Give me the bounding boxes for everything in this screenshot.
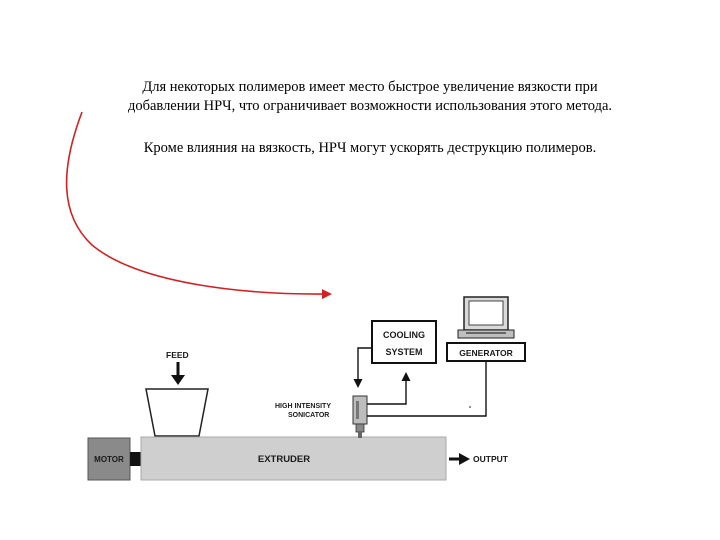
cooling-label-line2: SYSTEM bbox=[385, 347, 422, 357]
computer-monitor-icon bbox=[457, 296, 515, 339]
extruder-barrel bbox=[140, 436, 447, 481]
cooling-system-box bbox=[371, 320, 437, 364]
coolant-supply-line bbox=[353, 347, 372, 388]
cable-dot bbox=[469, 406, 471, 408]
paragraph-viscosity: Для некоторых полимеров имеет место быст… bbox=[60, 78, 680, 116]
motor-coupling bbox=[130, 452, 141, 466]
paragraph-degradation: Кроме влияния на вязкость, НРЧ могут уск… bbox=[143, 140, 597, 156]
sonicator-label-line2: SONICATOR bbox=[288, 412, 329, 419]
feed-hopper bbox=[145, 388, 209, 437]
motor-block bbox=[87, 437, 131, 481]
extruder-label: EXTRUDER bbox=[258, 454, 310, 465]
generator-label: GENERATOR bbox=[459, 348, 513, 358]
cooling-label-line1: COOLING bbox=[383, 330, 425, 340]
coolant-return-line bbox=[367, 372, 411, 405]
curved-red-arrow bbox=[65, 111, 332, 300]
generator-cable bbox=[367, 361, 487, 417]
feed-label: FEED bbox=[166, 350, 189, 360]
output-label: OUTPUT bbox=[473, 454, 509, 464]
feed-arrow-icon bbox=[171, 362, 185, 385]
output-arrow-icon bbox=[449, 453, 470, 465]
sonicator-probe bbox=[352, 395, 368, 438]
sonicator-label-line1: HIGH INTENSITY bbox=[275, 403, 331, 410]
paragraph-viscosity-line1: Для некоторых полимеров имеет место быст… bbox=[142, 79, 598, 95]
paragraph-viscosity-line2: добавлении НРЧ, что ограничивает возможн… bbox=[127, 98, 613, 114]
motor-label: MOTOR bbox=[94, 455, 124, 464]
